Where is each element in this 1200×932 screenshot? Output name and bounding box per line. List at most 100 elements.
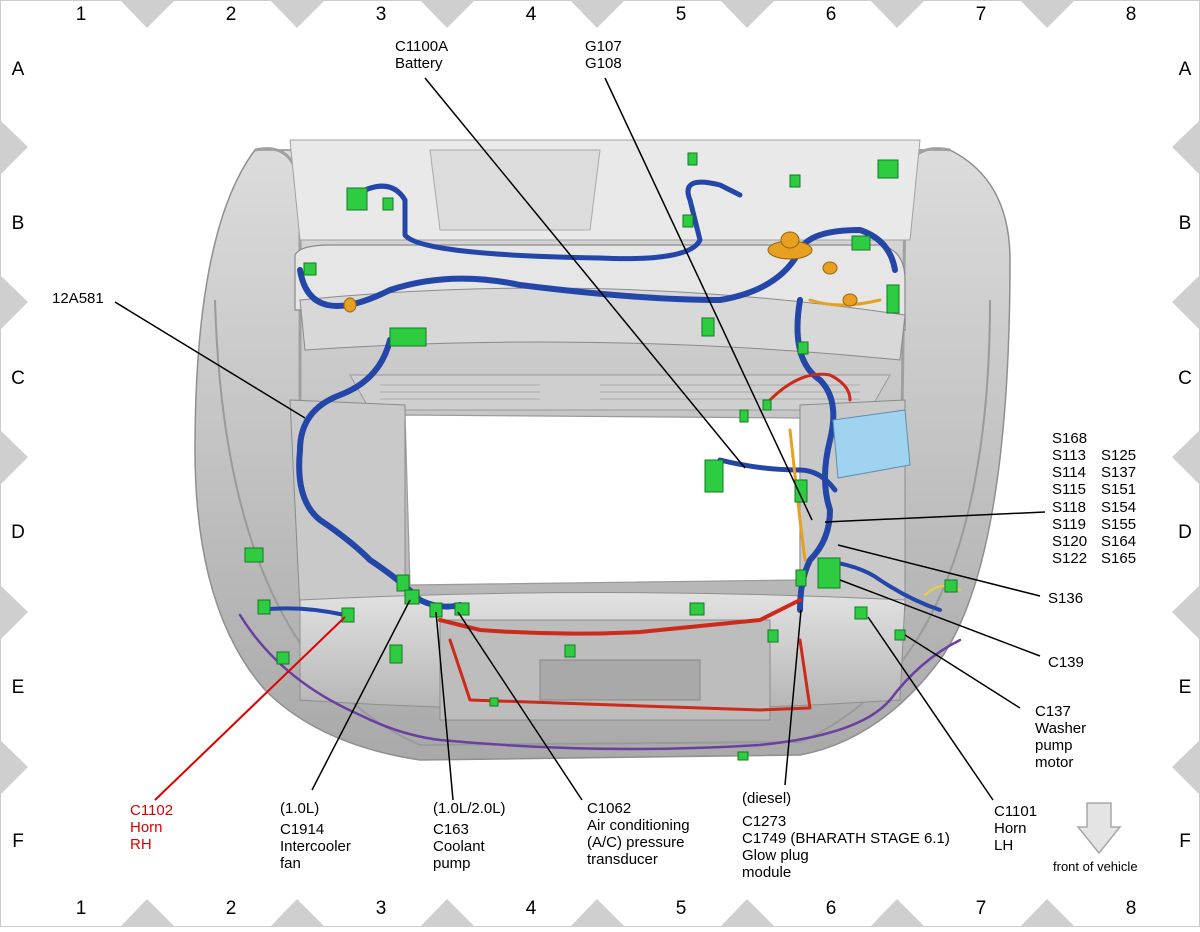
grid-col-2-bottom: 2: [225, 898, 237, 919]
label-horn-lh: C1101 Horn LH: [994, 803, 1037, 854]
ground-g108: G108: [585, 55, 622, 72]
grid-col-7-bottom: 7: [975, 898, 987, 919]
grid-row-c-right: C: [1178, 368, 1192, 389]
c1749-code: C1749: [742, 830, 787, 847]
grid-col-8-top: 8: [1125, 4, 1137, 25]
grid-row-e-right: E: [1178, 677, 1192, 698]
label-ac-transducer: C1062 Air conditioning (A/C) pressure tr…: [587, 800, 690, 868]
glow-line2: module: [742, 864, 792, 881]
grid-col-5-bottom: 5: [675, 898, 687, 919]
label-glow-plug-module: (diesel) C1273 C1749 (BHARATH STAGE 6.1)…: [742, 790, 950, 881]
front-of-vehicle-label: front of vehicle: [1053, 859, 1138, 874]
c163-line2: pump: [433, 855, 471, 872]
c1101-code: C1101: [994, 803, 1038, 820]
grid-row-d-left: D: [11, 522, 25, 543]
label-c139: C139: [1048, 654, 1084, 671]
label-battery: C1100A Battery: [395, 38, 448, 72]
label-washer-pump: C137 Washer pump motor: [1035, 703, 1086, 771]
label-intercooler-fan: (1.0L) C1914 Intercooler fan: [280, 800, 351, 872]
grid-col-1-bottom: 1: [75, 898, 87, 919]
grid-row-f-left: F: [12, 831, 24, 852]
c137-line2: pump: [1035, 737, 1073, 754]
grid-col-3-bottom: 3: [375, 898, 387, 919]
c1101-line1: Horn: [994, 820, 1027, 837]
splice-item: S118: [1052, 498, 1086, 516]
grid-col-5-top: 5: [675, 4, 687, 25]
c1062-code: C1062: [587, 800, 632, 817]
battery-code: C1100A: [395, 38, 449, 55]
grid-row-f-right: F: [1179, 831, 1191, 852]
c1749-note: (BHARATH STAGE 6.1): [790, 830, 950, 847]
c137-line3: motor: [1035, 754, 1074, 771]
leader-horn-rh: [154, 616, 346, 801]
ground-g107: G107: [585, 38, 622, 55]
connectors: [244, 152, 958, 761]
label-s136: S136: [1048, 590, 1084, 607]
leader-lines: [114, 77, 1046, 801]
glow-plug-module-box: [832, 409, 911, 479]
grid-row-a-left: A: [11, 59, 25, 80]
label-coolant-pump: (1.0L/2.0L) C163 Coolant pump: [433, 800, 506, 872]
grid-row-c-left: C: [11, 368, 25, 389]
splice-list-left: S113 S114 S115 S118 S119 S120 S122: [1052, 447, 1087, 567]
splice-item: S113: [1052, 447, 1086, 464]
c1062-line3: transducer: [587, 851, 658, 868]
vehicle-front-body: [194, 139, 1011, 761]
grid-row-b-left: B: [11, 213, 25, 234]
grid-col-4-bottom: 4: [525, 898, 537, 919]
grid-col-4-top: 4: [525, 4, 537, 25]
label-harness: 12A581: [52, 290, 104, 307]
c163-note: (1.0L/2.0L): [433, 800, 506, 817]
splice-item: S164: [1101, 533, 1137, 551]
battery-name: Battery: [395, 55, 443, 72]
grid-col-6-top: 6: [825, 4, 837, 25]
c1102-line2: RH: [130, 836, 152, 853]
grid-col-7-top: 7: [975, 4, 987, 25]
splice-item: S154: [1101, 498, 1137, 516]
c1101-line2: LH: [994, 837, 1014, 854]
splice-item: S151: [1101, 481, 1137, 499]
splice-item: S122: [1052, 550, 1088, 568]
c1062-line2: (A/C) pressure: [587, 834, 685, 851]
grid-row-b-right: B: [1178, 213, 1192, 234]
diesel-note: (diesel): [742, 790, 792, 807]
label-horn-rh: C1102 Horn RH: [130, 802, 173, 853]
splice-item: S114: [1052, 464, 1086, 482]
c1914-note: (1.0L): [280, 800, 320, 817]
grid-col-3-top: 3: [375, 4, 387, 25]
grid-row-e-left: E: [11, 677, 25, 698]
grid-col-8-bottom: 8: [1125, 898, 1137, 919]
label-grounds: G107 G108: [585, 38, 622, 72]
c1914-code: C1914: [280, 821, 325, 838]
c1914-line1: Intercooler: [280, 838, 351, 855]
grid-col-1-top: 1: [75, 4, 87, 25]
grid-col-6-bottom: 6: [825, 898, 837, 919]
splice-item: S137: [1101, 464, 1137, 482]
grid-col-2-top: 2: [225, 4, 237, 25]
splice-item: S115: [1052, 481, 1086, 499]
c1102-code: C1102: [130, 802, 174, 819]
splice-item: S165: [1101, 550, 1137, 568]
c163-code: C163: [433, 821, 469, 838]
c163-line1: Coolant: [433, 838, 485, 855]
c137-code: C137: [1035, 703, 1071, 720]
front-arrow-icon: [1076, 802, 1122, 855]
splice-item: S120: [1052, 533, 1088, 551]
glow-line1: Glow plug: [742, 847, 809, 864]
c1914-line2: fan: [280, 855, 301, 872]
splice-item: S119: [1052, 515, 1086, 533]
c1102-line1: Horn: [130, 819, 163, 836]
splice-item: S125: [1101, 447, 1137, 464]
grommets: [343, 231, 858, 313]
c1062-line1: Air conditioning: [587, 817, 690, 834]
c1273-code: C1273: [742, 813, 787, 830]
grid-row-d-right: D: [1178, 522, 1192, 543]
c137-line1: Washer: [1035, 720, 1087, 737]
splice-list-right: S125 S137 S151 S154 S155 S164 S165: [1101, 447, 1136, 567]
grid-row-a-right: A: [1178, 59, 1192, 80]
splice-s168: S168: [1052, 430, 1088, 447]
splice-item: S155: [1101, 515, 1137, 533]
